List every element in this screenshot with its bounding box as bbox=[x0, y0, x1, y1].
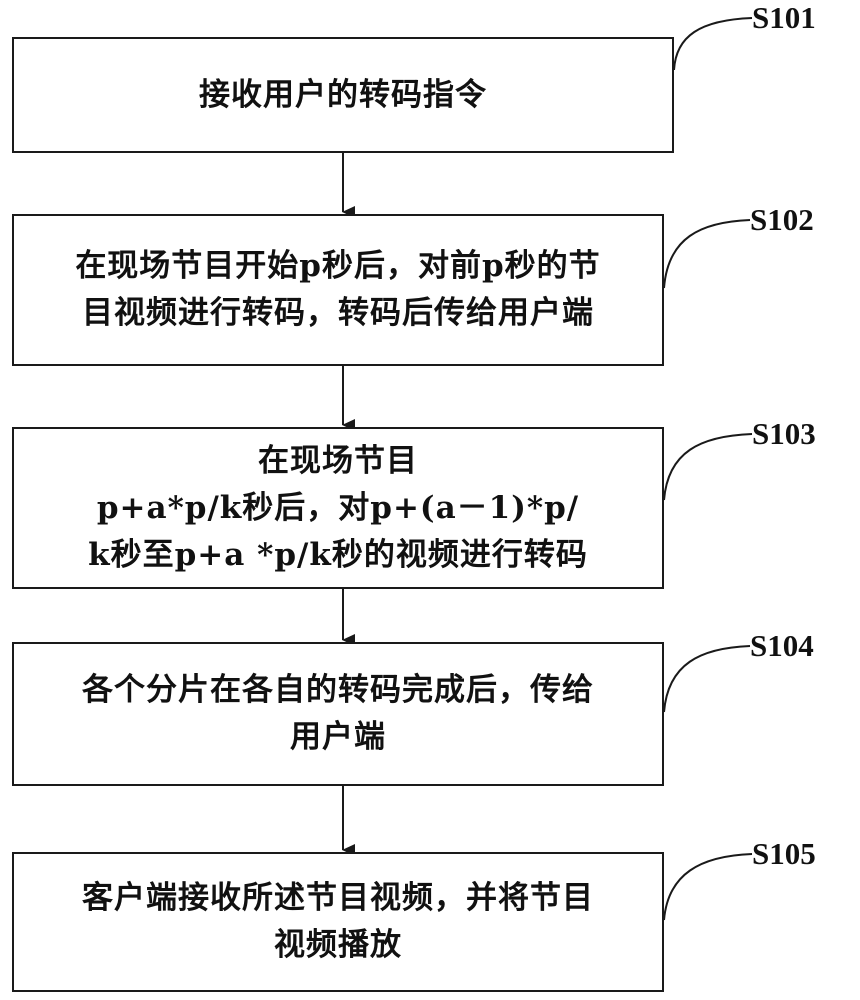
leader-s102 bbox=[663, 219, 751, 289]
step-box-s102: 在现场节目开始p秒后，对前p秒的节 目视频进行转码，转码后传给用户端 bbox=[12, 214, 664, 366]
step-label-s102: S102 bbox=[750, 202, 814, 237]
step-text-s101: 接收用户的转码指令 bbox=[199, 76, 487, 113]
step-label-s103: S103 bbox=[752, 416, 816, 451]
step-label-s101: S101 bbox=[752, 0, 816, 35]
step-box-s104: 各个分片在各自的转码完成后，传给 用户端 bbox=[12, 642, 664, 786]
step-text-s103: 在现场节目 p+a*p/k秒后，对p+(a－1)*p/ k秒至p+a *p/k秒… bbox=[88, 442, 588, 573]
leader-s105 bbox=[663, 853, 753, 921]
step-text-s105: 客户端接收所述节目视频，并将节目 视频播放 bbox=[82, 880, 594, 963]
leader-s104 bbox=[663, 645, 751, 713]
step-box-s103: 在现场节目 p+a*p/k秒后，对p+(a－1)*p/ k秒至p+a *p/k秒… bbox=[12, 427, 664, 589]
step-box-s101: 接收用户的转码指令 bbox=[12, 37, 674, 153]
leader-s101 bbox=[673, 17, 753, 71]
step-label-s104: S104 bbox=[750, 628, 814, 663]
leader-s103 bbox=[663, 433, 753, 501]
step-text-s102: 在现场节目开始p秒后，对前p秒的节 目视频进行转码，转码后传给用户端 bbox=[75, 248, 601, 331]
step-label-s105: S105 bbox=[752, 836, 816, 871]
step-text-s104: 各个分片在各自的转码完成后，传给 用户端 bbox=[82, 672, 594, 755]
step-box-s105: 客户端接收所述节目视频，并将节目 视频播放 bbox=[12, 852, 664, 992]
